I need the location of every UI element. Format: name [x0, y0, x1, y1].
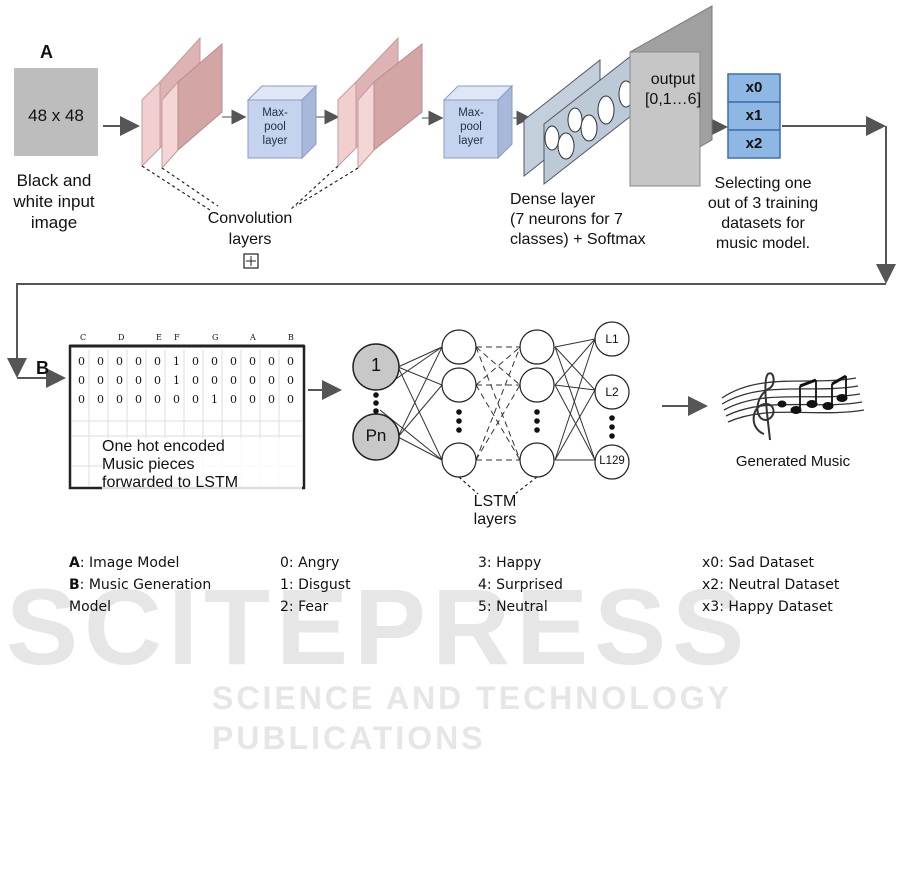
input-size-label: 48 x 48 — [28, 106, 84, 125]
legend-col-1: A: Image Model B: Music Generation Model — [69, 552, 269, 618]
dataset-stack — [727, 73, 781, 159]
plus-box-icon — [243, 253, 259, 269]
legend-item-b: B: Music Generation — [69, 577, 212, 593]
matrix-cell: 0 — [249, 355, 256, 368]
matrix-cell: 0 — [192, 355, 199, 368]
lstm-network — [352, 321, 630, 495]
dataset-label-x1: x1 — [745, 107, 763, 124]
matrix-cell: 0 — [173, 393, 180, 406]
note-b: B — [288, 333, 294, 342]
matrix-cell: 0 — [154, 374, 161, 387]
note-d: D — [118, 333, 125, 342]
conv-layer-block-1 — [141, 36, 223, 170]
music-notes-icon — [721, 372, 865, 441]
matrix-cell: 0 — [135, 393, 142, 406]
output-node-l129-label: L129 — [599, 455, 625, 467]
matrix-cell: 1 — [173, 355, 180, 368]
matrix-cell: 0 — [97, 393, 104, 406]
input-image — [14, 68, 98, 156]
note-f: F — [174, 333, 180, 342]
matrix-cell: 0 — [230, 374, 237, 387]
matrix-cell: 0 — [78, 355, 85, 368]
note-e: E — [156, 333, 162, 342]
matrix-cell: 0 — [192, 374, 199, 387]
matrix-cell: 0 — [78, 374, 85, 387]
conv-layer-block-2 — [337, 36, 423, 170]
watermark-title: SCITEPRESS — [6, 566, 751, 687]
matrix-cell: 0 — [268, 355, 275, 368]
matrix-cell: 1 — [173, 374, 180, 387]
matrix-cell: 0 — [154, 355, 161, 368]
dense-layer-block — [523, 50, 637, 186]
matrix-cell: 0 — [287, 374, 294, 387]
matrix-cell: 0 — [116, 393, 123, 406]
notes-header: C D E F G A B — [74, 333, 306, 345]
matrix-cell: 0 — [230, 393, 237, 406]
matrix-cell: 0 — [135, 374, 142, 387]
output-label: output[0,1…6] — [644, 71, 702, 108]
matrix-cell: 0 — [287, 393, 294, 406]
matrix-cell: 0 — [230, 355, 237, 368]
note-c: C — [80, 333, 87, 342]
matrix-cell: 0 — [192, 393, 199, 406]
watermark-subtitle: SCIENCE AND TECHNOLOGY PUBLICATIONS — [212, 680, 732, 756]
input-node-pn-label: Pn — [365, 426, 387, 445]
matrix-cell: 0 — [268, 374, 275, 387]
dataset-label-x2: x2 — [745, 135, 763, 152]
matrix-cell: 0 — [97, 355, 104, 368]
output-node-l1-label: L1 — [605, 332, 619, 346]
matrix-cell: 0 — [287, 355, 294, 368]
matrix-cell: 0 — [135, 355, 142, 368]
input-node-1-label: 1 — [370, 355, 381, 375]
legend-item-a: A: Image Model — [69, 555, 180, 571]
matrix-cell: 0 — [268, 393, 275, 406]
matrix-cell: 1 — [211, 393, 218, 406]
matrix-cell: 0 — [249, 393, 256, 406]
generated-music-caption: Generated Music — [735, 453, 851, 470]
maxpool-box-2 — [442, 84, 514, 160]
matrix-cell: 0 — [249, 374, 256, 387]
output-panel — [629, 5, 713, 187]
note-g: G — [212, 333, 219, 342]
output-node-l2-label: L2 — [605, 385, 619, 399]
note-a: A — [250, 333, 256, 342]
matrix-cell: 0 — [154, 393, 161, 406]
maxpool-box-1 — [246, 84, 318, 160]
matrix-cell: 0 — [116, 374, 123, 387]
dataset-label-x0: x0 — [745, 79, 763, 96]
matrix-cell: 0 — [78, 393, 85, 406]
matrix-cell: 0 — [211, 355, 218, 368]
matrix-cell: 0 — [211, 374, 218, 387]
legend-item-b-cont: Model — [69, 599, 112, 615]
section-a-letter: A — [40, 42, 53, 62]
matrix-cell: 0 — [97, 374, 104, 387]
section-b-letter: B — [36, 358, 49, 378]
matrix-cell: 0 — [116, 355, 123, 368]
dataset-labels: x0 x1 x2 — [728, 74, 780, 158]
